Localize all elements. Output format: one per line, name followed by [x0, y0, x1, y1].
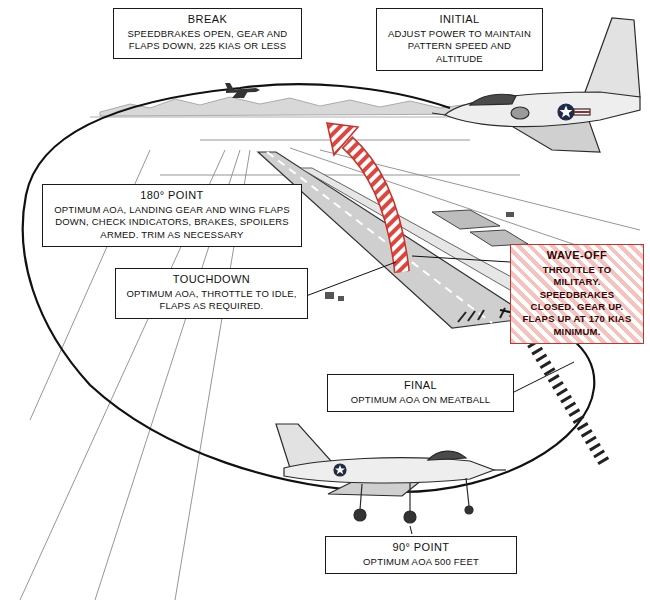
callout-text: OPTIMUM AOA 500 FEET	[333, 556, 509, 568]
hangars	[325, 212, 514, 301]
callout-box: TOUCHDOWN OPTIMUM AOA, THROTTLE TO IDLE, …	[115, 268, 308, 319]
callout-text: ADJUST POWER TO MAINTAIN PATTERN SPEED A…	[384, 28, 535, 65]
apron	[432, 210, 500, 229]
callout-text: OPTIMUM AOA ON MEATBALL	[335, 394, 506, 406]
callout-heading: WAVE-OFF	[518, 249, 636, 261]
wave-off-arrowhead	[327, 123, 358, 155]
callout-box: 180° POINT OPTIMUM AOA, LANDING GEAR AND …	[42, 184, 302, 247]
callout-heading: INITIAL	[384, 13, 535, 25]
callout-box: BREAK SPEEDBRAKES OPEN, GEAR AND FLAPS DO…	[113, 8, 302, 59]
callout-text: OPTIMUM AOA, LANDING GEAR AND WING FLAPS…	[50, 204, 294, 241]
glide-path-ladder	[527, 334, 604, 462]
callout-heading: FINAL	[335, 379, 506, 391]
aircraft-at-break	[225, 83, 260, 98]
callout-box: FINAL OPTIMUM AOA ON MEATBALL	[327, 374, 514, 412]
pattern-track	[23, 84, 595, 492]
wave-off-arrow	[347, 142, 402, 272]
callout-text: OPTIMUM AOA, THROTTLE TO IDLE, FLAPS AS …	[123, 288, 300, 313]
callout-text: THROTTLE TO MILITARY. SPEEDBRAKES CLOSED…	[518, 264, 636, 338]
callout-box: 90° POINT OPTIMUM AOA 500 FEET	[325, 536, 517, 574]
callout-heading: BREAK	[121, 13, 294, 25]
callout-text: SPEEDBRAKES OPEN, GEAR AND FLAPS DOWN, 2…	[121, 28, 294, 53]
wave-off-arrow-outline	[347, 142, 402, 272]
ground-lines	[20, 140, 640, 600]
callout-heading: TOUCHDOWN	[123, 273, 300, 285]
wave-off-callout: WAVE-OFF THROTTLE TO MILITARY. SPEEDBRAKE…	[510, 244, 644, 344]
aircraft-90-point	[276, 424, 506, 523]
callout-heading: 90° POINT	[333, 541, 509, 553]
callout-heading: 180° POINT	[50, 189, 294, 201]
callout-box: INITIAL ADJUST POWER TO MAINTAIN PATTERN …	[376, 8, 543, 71]
